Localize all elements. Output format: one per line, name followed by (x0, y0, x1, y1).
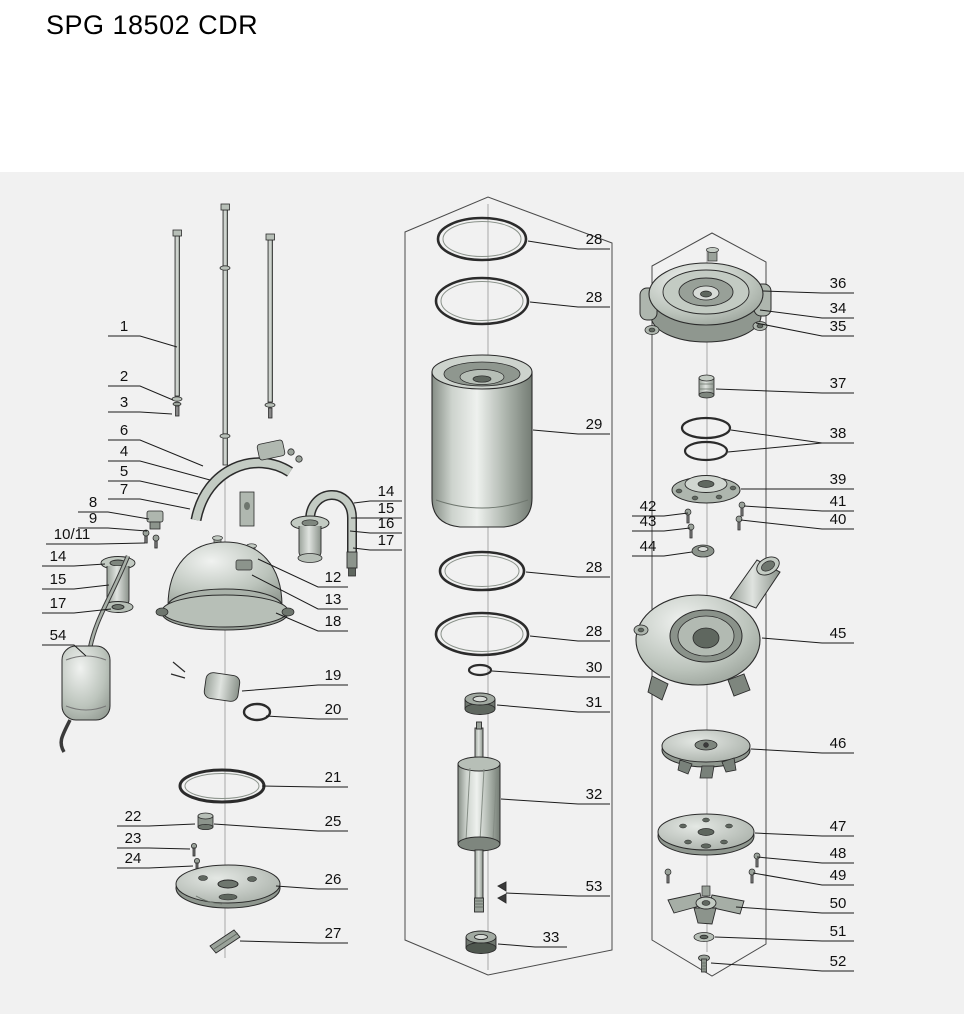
callout-40: 40 (830, 511, 847, 528)
part-bearing-cover-39 (671, 475, 741, 504)
part-shaft-sleeve (190, 812, 214, 872)
callout-15-left: 15 (50, 571, 67, 588)
part-washer-51 (693, 932, 715, 942)
part-plate-screws (664, 852, 761, 884)
part-orings-28 (434, 216, 530, 657)
callout-36: 36 (830, 275, 847, 292)
part-motor-cover (155, 535, 295, 631)
callout-3: 3 (120, 394, 128, 411)
callout-47: 47 (830, 818, 847, 835)
part-cover-screws (684, 501, 746, 539)
callout-45: 45 (830, 625, 847, 642)
part-stator-housing (431, 354, 533, 528)
callout-15-right: 15 (378, 500, 395, 517)
callout-22: 22 (125, 808, 142, 825)
callout-6: 6 (120, 422, 128, 439)
callout-43: 43 (640, 513, 657, 530)
callout-14-left: 14 (50, 548, 67, 565)
callout-35: 35 (830, 318, 847, 335)
part-bearing-31 (464, 692, 496, 715)
part-hose-assembly (290, 490, 358, 577)
callout-2: 2 (120, 368, 128, 385)
callout-49: 49 (830, 867, 847, 884)
callout-28-2: 28 (586, 289, 603, 306)
callout-28-3: 28 (586, 559, 603, 576)
part-anchor (209, 929, 241, 954)
callout-7: 7 (120, 481, 128, 498)
part-diffuser-46 (661, 729, 751, 779)
callout-17-right: 17 (378, 532, 395, 549)
part-key-53 (497, 881, 507, 892)
callout-4: 4 (120, 443, 128, 460)
callout-50: 50 (830, 895, 847, 912)
part-screw-52 (698, 954, 710, 973)
part-rotor-shaft (457, 721, 507, 913)
callout-48: 48 (830, 845, 847, 862)
callout-33: 33 (543, 929, 560, 946)
callout-18: 18 (325, 613, 342, 630)
part-seal-plate-47 (657, 813, 755, 856)
callout-24: 24 (125, 850, 142, 867)
callouts: 1 2 3 6 4 5 7 8 9 10/11 14 15 17 54 14 1… (50, 231, 847, 970)
callout-17-left: 17 (50, 595, 67, 612)
callout-21: 21 (325, 769, 342, 786)
callout-14-right: 14 (378, 483, 395, 500)
part-plug-37 (698, 374, 715, 399)
middle-box (404, 196, 613, 976)
callout-26: 26 (325, 871, 342, 888)
callout-10-11: 10/11 (54, 526, 90, 543)
callout-29: 29 (586, 416, 603, 433)
part-volute-casing (633, 556, 781, 701)
callout-16: 16 (378, 515, 395, 532)
callout-28-4: 28 (586, 623, 603, 640)
callout-8: 8 (89, 494, 97, 511)
callout-12: 12 (325, 569, 342, 586)
callout-19: 19 (325, 667, 342, 684)
right-box (651, 232, 767, 977)
part-impeller-50 (667, 885, 745, 925)
part-oring-20 (242, 702, 272, 722)
callout-28-1: 28 (586, 231, 603, 248)
callout-37: 37 (830, 375, 847, 392)
leader-lines (42, 240, 854, 972)
part-oring-21 (178, 768, 266, 804)
page-title: SPG 18502 CDR (46, 10, 259, 40)
callout-51: 51 (830, 923, 847, 940)
part-bearing-33 (465, 930, 497, 954)
callout-31: 31 (586, 694, 603, 711)
callout-20: 20 (325, 701, 342, 718)
callout-53: 53 (586, 878, 603, 895)
part-cable-clamp (142, 510, 164, 549)
callout-44: 44 (640, 538, 657, 555)
part-float-switch (59, 555, 131, 753)
part-bearing-44 (691, 544, 715, 558)
part-ring-30 (467, 663, 493, 677)
part-orings-38 (680, 416, 732, 462)
callout-25: 25 (325, 813, 342, 830)
callout-54: 54 (50, 627, 67, 644)
callout-41: 41 (830, 493, 847, 510)
part-tie-rods (171, 203, 276, 466)
part-handle (190, 439, 303, 527)
callout-52: 52 (830, 953, 847, 970)
callout-38: 38 (830, 425, 847, 442)
callout-34: 34 (830, 300, 847, 317)
callout-27: 27 (325, 925, 342, 942)
callout-23: 23 (125, 830, 142, 847)
part-suction-pipe (100, 556, 136, 613)
part-base-plate (175, 864, 281, 909)
callout-46: 46 (830, 735, 847, 752)
callout-42: 42 (640, 498, 657, 515)
part-motor-top-cover (639, 247, 772, 343)
callout-32: 32 (586, 786, 603, 803)
callout-5: 5 (120, 463, 128, 480)
callout-30: 30 (586, 659, 603, 676)
part-capacitor (170, 661, 272, 722)
callout-1: 1 (120, 318, 128, 335)
callout-13: 13 (325, 591, 342, 608)
callout-39: 39 (830, 471, 847, 488)
callout-9: 9 (89, 510, 97, 527)
